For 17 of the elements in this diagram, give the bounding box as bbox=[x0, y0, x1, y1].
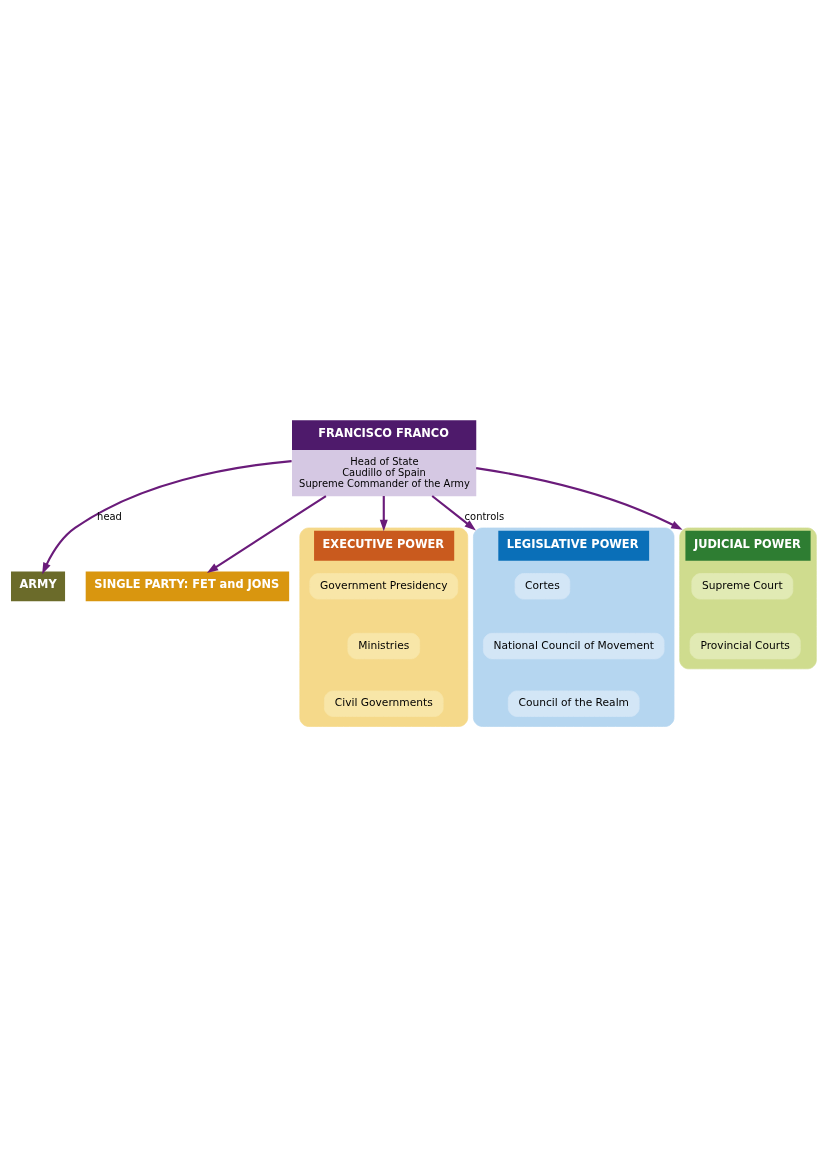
node-box: Ministries bbox=[347, 632, 421, 659]
arrow bbox=[379, 495, 388, 531]
edge-label: controls bbox=[464, 510, 505, 522]
node-box: Supreme Court bbox=[691, 572, 794, 599]
node-box: Council of the Realm bbox=[507, 690, 640, 717]
node-box: Cortes bbox=[514, 572, 571, 599]
node-box: Civil Governments bbox=[324, 690, 444, 717]
edge-label: head bbox=[97, 510, 122, 522]
arrow bbox=[431, 494, 476, 531]
node-box: SINGLE PARTY: FET and JONS bbox=[85, 570, 290, 601]
arrow bbox=[206, 494, 327, 573]
node-box: National Council of Movement bbox=[483, 632, 665, 659]
node-box: Provincial Courts bbox=[689, 632, 801, 659]
arrow bbox=[42, 459, 292, 574]
node-box: ARMY bbox=[11, 570, 66, 601]
arrow bbox=[475, 466, 683, 530]
node-box: Government Presidency bbox=[309, 572, 459, 599]
